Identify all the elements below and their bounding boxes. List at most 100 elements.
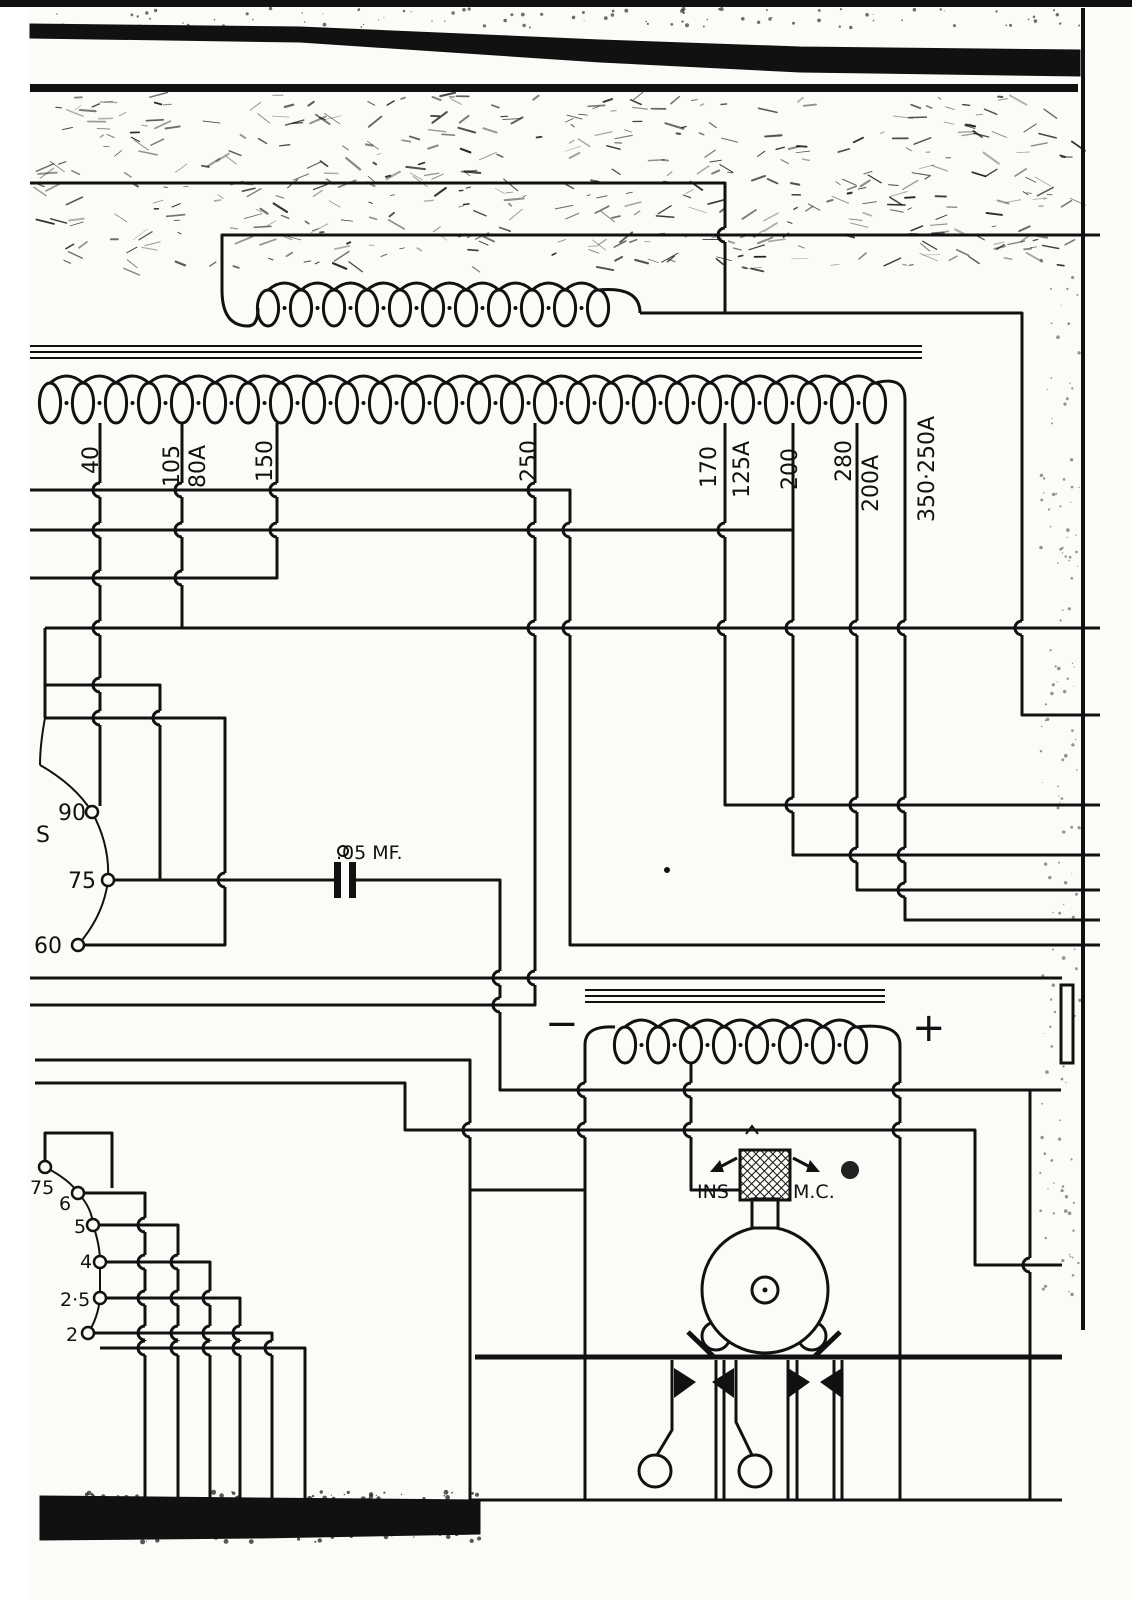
ink-speck — [1074, 1015, 1077, 1017]
ink-speck — [1061, 1185, 1065, 1188]
ink-speck — [364, 143, 374, 147]
ink-speck — [177, 231, 182, 235]
wire — [39, 717, 46, 766]
ink-speck — [471, 266, 481, 273]
ink-speck — [1053, 1182, 1055, 1184]
ink-speck — [996, 199, 1010, 205]
ink-speck — [935, 214, 948, 220]
ink-speck — [1060, 199, 1073, 208]
ink-speck — [330, 1494, 332, 1496]
ink-speck — [469, 1538, 474, 1543]
ink-speck — [78, 241, 88, 249]
ink-speck — [1007, 240, 1026, 246]
ink-speck — [65, 243, 75, 250]
plus-sign: + — [912, 1005, 946, 1051]
ink-speck — [901, 19, 903, 22]
ink-speck — [1047, 1187, 1049, 1190]
transformer-cores — [30, 345, 922, 1003]
ink-speck — [441, 133, 456, 137]
ink-speck — [872, 13, 874, 15]
ink-speck — [1051, 422, 1054, 425]
ink-speck — [1055, 492, 1058, 495]
oscillator-coil-dot — [480, 306, 485, 310]
ink-speck — [162, 103, 172, 106]
ink-speck — [681, 7, 686, 11]
ink-speck — [340, 219, 354, 222]
ink-speck — [985, 212, 1003, 216]
output-coil-link — [657, 1018, 692, 1029]
wire — [45, 683, 162, 880]
ink-speck — [1051, 418, 1053, 420]
ink-speck — [720, 103, 728, 106]
switch-knob-mark — [745, 1124, 759, 1135]
ink-speck — [401, 139, 412, 143]
ink-speck — [647, 158, 666, 162]
ink-speck — [902, 263, 908, 266]
ink-speck — [767, 238, 786, 243]
output-coil-link — [756, 1018, 791, 1029]
ink-speck — [367, 101, 376, 106]
ink-speck — [681, 125, 687, 129]
ink-speck — [857, 187, 867, 190]
main-coil-dot — [262, 401, 267, 405]
ink-speck — [61, 126, 73, 131]
ink-speck — [1063, 402, 1067, 406]
range-switch-contact — [85, 1217, 101, 1233]
output-coil-link — [690, 1018, 725, 1029]
ink-speck — [611, 9, 615, 13]
ink-speck — [1071, 915, 1075, 919]
ink-speck — [719, 7, 724, 12]
ink-speck — [1069, 1255, 1072, 1258]
ink-speck — [71, 170, 81, 176]
ink-speck — [688, 206, 707, 214]
ink-speck — [628, 238, 638, 243]
main-coil-link — [346, 374, 381, 385]
ink-speck — [126, 246, 138, 254]
ink-speck — [744, 266, 763, 270]
ink-speck — [807, 203, 821, 211]
wiring — [30, 181, 1100, 1500]
ink-speck — [1014, 168, 1027, 177]
ink-speck — [275, 195, 285, 199]
ink-speck — [707, 199, 725, 205]
ink-speck — [1070, 1292, 1074, 1297]
range-label-6: 6 — [59, 1193, 71, 1215]
ink-speck — [1060, 304, 1062, 306]
ink-speck — [145, 1540, 147, 1542]
ink-speck — [1009, 23, 1013, 27]
top-edge — [0, 0, 1132, 7]
ink-speck — [494, 188, 505, 194]
ink-speck — [557, 239, 567, 243]
main-coil-dot — [196, 401, 201, 405]
ink-speck — [409, 172, 423, 181]
ink-speck — [1054, 665, 1057, 668]
ink-speck — [756, 20, 761, 24]
ink-speck — [478, 151, 497, 161]
ink-speck — [1039, 545, 1043, 550]
ink-speck — [249, 101, 262, 111]
ink-speck — [768, 17, 772, 21]
wire — [791, 423, 1100, 857]
ink-speck — [817, 9, 821, 12]
ink-speck — [319, 1490, 323, 1494]
ink-speck — [587, 104, 606, 108]
ink-speck — [57, 161, 67, 165]
ink-speck — [748, 244, 766, 251]
ink-speck — [372, 161, 378, 166]
ink-speck — [971, 171, 987, 178]
capacitor-plate-right — [349, 862, 356, 898]
ink-speck — [1026, 192, 1032, 194]
main-coil-link — [577, 374, 612, 385]
ink-speck — [790, 182, 801, 186]
ink-speck — [383, 1491, 386, 1494]
wire — [220, 289, 260, 328]
ink-speck — [136, 15, 139, 18]
ink-speck — [1043, 1032, 1045, 1034]
ink-speck — [578, 113, 588, 116]
ink-speck — [667, 258, 676, 263]
ink-speck — [462, 8, 466, 12]
main-coil-link — [544, 374, 579, 385]
tap-label-40: 40 — [79, 446, 104, 474]
ink-speck — [993, 245, 1007, 250]
ink-speck — [837, 148, 850, 153]
